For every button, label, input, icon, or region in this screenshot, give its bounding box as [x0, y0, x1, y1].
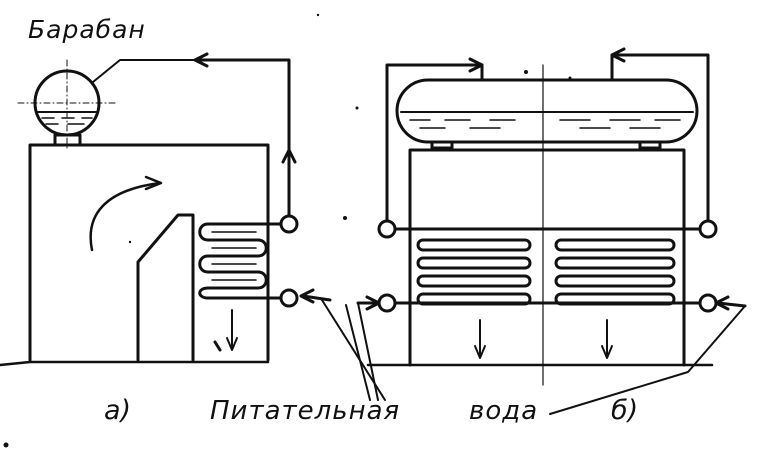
economizer-coil-inner-a [211, 231, 257, 281]
variant-b-label: б) [611, 395, 639, 426]
feedwater-leaders [321, 299, 746, 415]
upper-header-right-b [698, 219, 718, 239]
drum-water-dash-b [409, 119, 681, 129]
gas-flow-arrowhead-a [144, 175, 163, 191]
mark-a [213, 340, 222, 352]
right-pipe-b [610, 53, 710, 222]
boiler-a [0, 52, 332, 367]
riser-arrowhead-a [281, 148, 297, 164]
gas-down-arrowhead-right-b [601, 345, 613, 359]
feed-water-label-2: вода [469, 396, 539, 426]
economizer-coil-a [198, 222, 282, 300]
lower-header-left-b [377, 293, 397, 313]
upper-header-left-b [377, 219, 397, 239]
drum-leader-a [92, 59, 196, 83]
inlet-header-a [279, 288, 299, 308]
baffle-a [136, 213, 195, 362]
furnace-wall-a [28, 143, 270, 362]
gas-down-arrowhead-a [226, 337, 238, 351]
feedwater-inlet-arrowhead-right-b [714, 295, 730, 311]
furnace-wall-b [408, 148, 686, 367]
feedwater-inlet-arrow-right-b [716, 301, 747, 308]
gas-down-arrowhead-left-b [474, 345, 486, 359]
variant-a-label: а) [104, 395, 132, 426]
boiler-b [356, 47, 747, 386]
gas-flow-arrow-a [89, 181, 162, 252]
outlet-header-a [279, 214, 299, 234]
right-pipe-arrowhead-b [610, 47, 626, 63]
economizer-coil-left-b [416, 238, 532, 306]
feedwater-inlet-arrow-a [301, 294, 332, 302]
left-pipe-arrowhead-b [468, 57, 484, 73]
scan-noise [3, 13, 572, 448]
riser-pipe-a [193, 58, 291, 218]
lower-header-right-b [698, 293, 718, 313]
economizer-coil-right-b [554, 238, 676, 306]
feed-water-label: Питательная [210, 396, 401, 426]
left-pipe-b [385, 63, 484, 222]
drum-centerline-a [17, 59, 119, 151]
ground-line-a [0, 360, 270, 367]
drum-b [395, 78, 699, 144]
drum-support-b [430, 140, 662, 150]
drum-label: Барабан [28, 15, 146, 44]
feedwater-inlet-arrowhead-a [299, 288, 315, 304]
feedwater-inlet-arrowhead-left-b [365, 295, 381, 311]
drum-water-dash-a [41, 117, 93, 125]
